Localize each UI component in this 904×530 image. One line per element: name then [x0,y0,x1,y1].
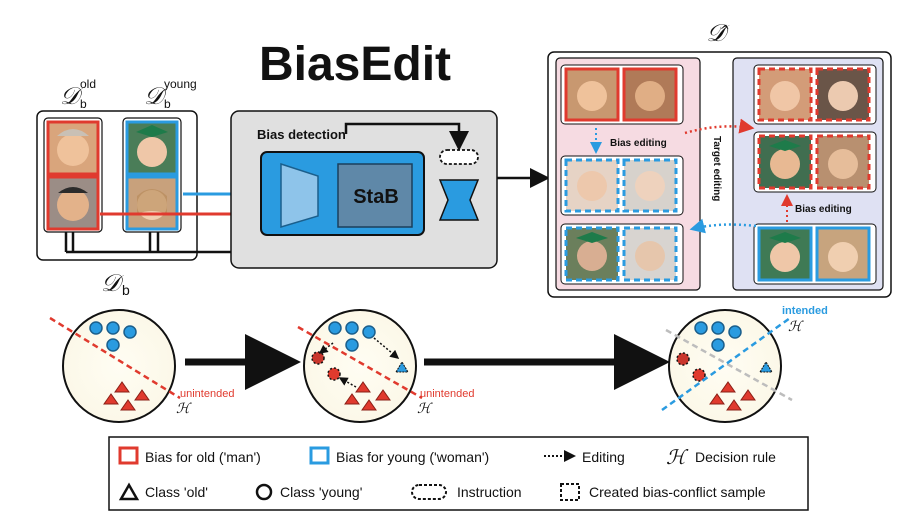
legend-decision-rule: ℋ Decision rule [666,447,776,469]
young-edited-row-top [753,64,877,125]
svg-text:b: b [122,282,130,298]
intended-label: intended [782,305,828,317]
unintended-label-1: unintended [180,388,234,400]
feature-space-debiased [661,309,793,423]
diagram-title: BiasEdit [259,38,451,91]
young-image-column [122,117,182,233]
dataset-connector-line [64,225,460,254]
legend-created-sample: Created bias-conflict sample [560,483,766,501]
stab-label: StaB [353,186,399,208]
bias-editing-label-top: Bias editing [610,138,667,149]
svg-text:ℋ: ℋ [666,447,689,469]
legend-bias-young: Bias for young ('woman') [309,446,489,465]
cross-arrow-red [684,118,755,135]
svg-text:old: old [80,77,96,91]
svg-text:Instruction: Instruction [457,484,522,500]
h-label-1: ℋ [176,400,192,416]
h-label-3: ℋ [788,318,804,334]
stab-block [337,163,413,228]
dataset-old-label: 𝒟 old b [60,77,96,111]
svg-text:young: young [164,77,197,91]
svg-text:Class 'old': Class 'old' [145,484,208,500]
encoder-shape [280,162,319,229]
edited-dataset-label: 𝒟̂ [706,20,730,47]
old-image-column [43,117,103,233]
svg-text:Editing: Editing [582,449,625,465]
old-original-row [560,64,684,125]
instruction-token [439,149,479,165]
legend-editing: Editing [544,449,625,465]
legend-class-old: Class 'old' [118,482,208,501]
svg-text:Created bias-conflict sample: Created bias-conflict sample [589,484,766,500]
dataset-young-label: 𝒟 young b [144,77,197,111]
legend-box [108,436,809,511]
svg-text:b: b [80,97,87,111]
old-edited-row [560,155,684,216]
cross-arrow-blue [689,218,757,234]
dataset-b-label: 𝒟 b [101,270,130,298]
svg-text:Decision rule: Decision rule [695,449,776,465]
bias-detection-header: Bias detection [257,127,346,142]
feature-space-editing [297,309,423,423]
bias-editing-label-right: Bias editing [795,204,852,215]
h-label-2: ℋ [417,400,433,416]
young-original-row [753,223,877,285]
svg-text:b: b [164,97,171,111]
svg-text:Class 'young': Class 'young' [280,484,362,500]
feature-space-original [49,309,181,423]
target-editing-label: Target editing [711,136,722,201]
detection-to-instruction-line [344,122,469,151]
editor-hourglass [438,179,480,221]
legend-instruction: Instruction [411,484,522,500]
svg-text:Bias for old ('man'): Bias for old ('man') [145,449,261,465]
legend-bias-old: Bias for old ('man') [118,446,261,465]
target-edited-row [560,223,684,285]
svg-text:Bias for young ('woman'): Bias for young ('woman') [336,449,489,465]
young-edited-row-middle [753,131,877,193]
legend-class-young: Class 'young' [255,483,362,501]
unintended-label-2: unintended [420,388,474,400]
